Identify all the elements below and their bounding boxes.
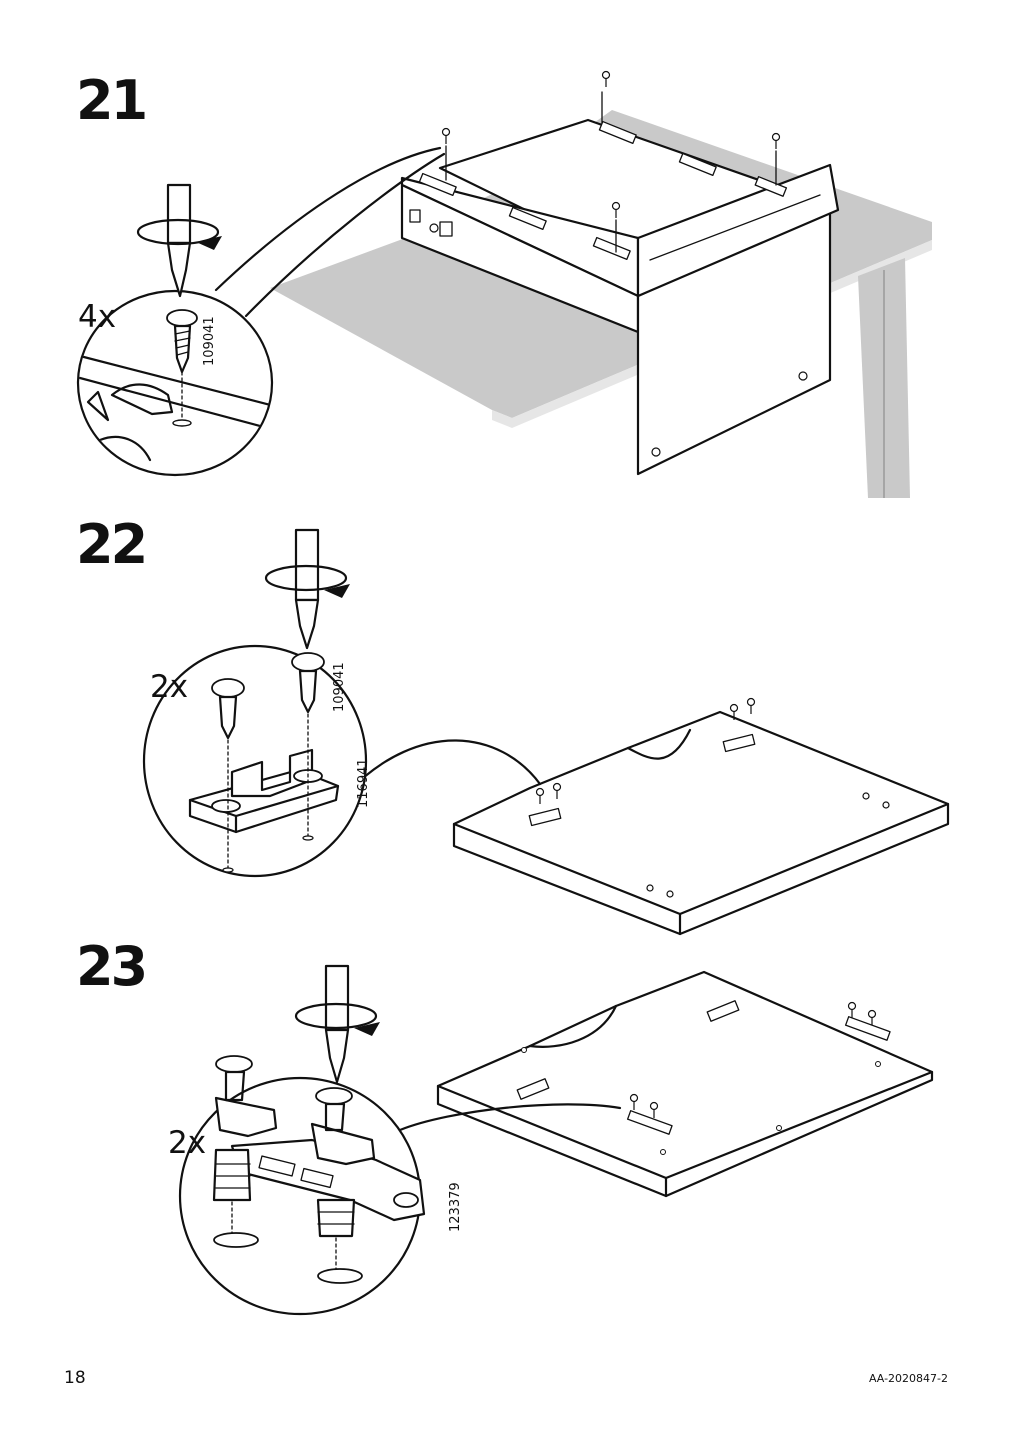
screwdriver-shaft — [166, 183, 192, 245]
document-id: AA-2020847-2 — [868, 1372, 948, 1385]
part-number-109041: 109041 — [332, 662, 347, 712]
step-21-illustration — [76, 70, 932, 498]
board-panel — [452, 710, 950, 936]
part-number-123379: 123379 — [448, 1182, 463, 1232]
screwdriver-shaft — [324, 964, 350, 1032]
step-number-23: 23 — [76, 935, 148, 998]
board-panel — [436, 970, 934, 1198]
page-number: 18 — [64, 1368, 86, 1388]
part-number-109041: 109041 — [202, 316, 217, 366]
step-23-illustration — [178, 964, 934, 1316]
step-22-illustration — [142, 528, 950, 936]
quantity-label-step-21: 4x — [78, 299, 117, 335]
quantity-label-step-22: 2x — [150, 669, 189, 705]
rotation-arrow — [354, 1022, 380, 1036]
part-number-116941: 116941 — [356, 758, 371, 808]
quantity-label-step-23: 2x — [168, 1125, 207, 1161]
rotation-arrow — [196, 236, 222, 250]
step-number-21: 21 — [76, 69, 148, 132]
zoom-circle — [76, 289, 274, 477]
step-number-22: 22 — [76, 513, 148, 576]
rotation-arrow — [324, 584, 350, 598]
